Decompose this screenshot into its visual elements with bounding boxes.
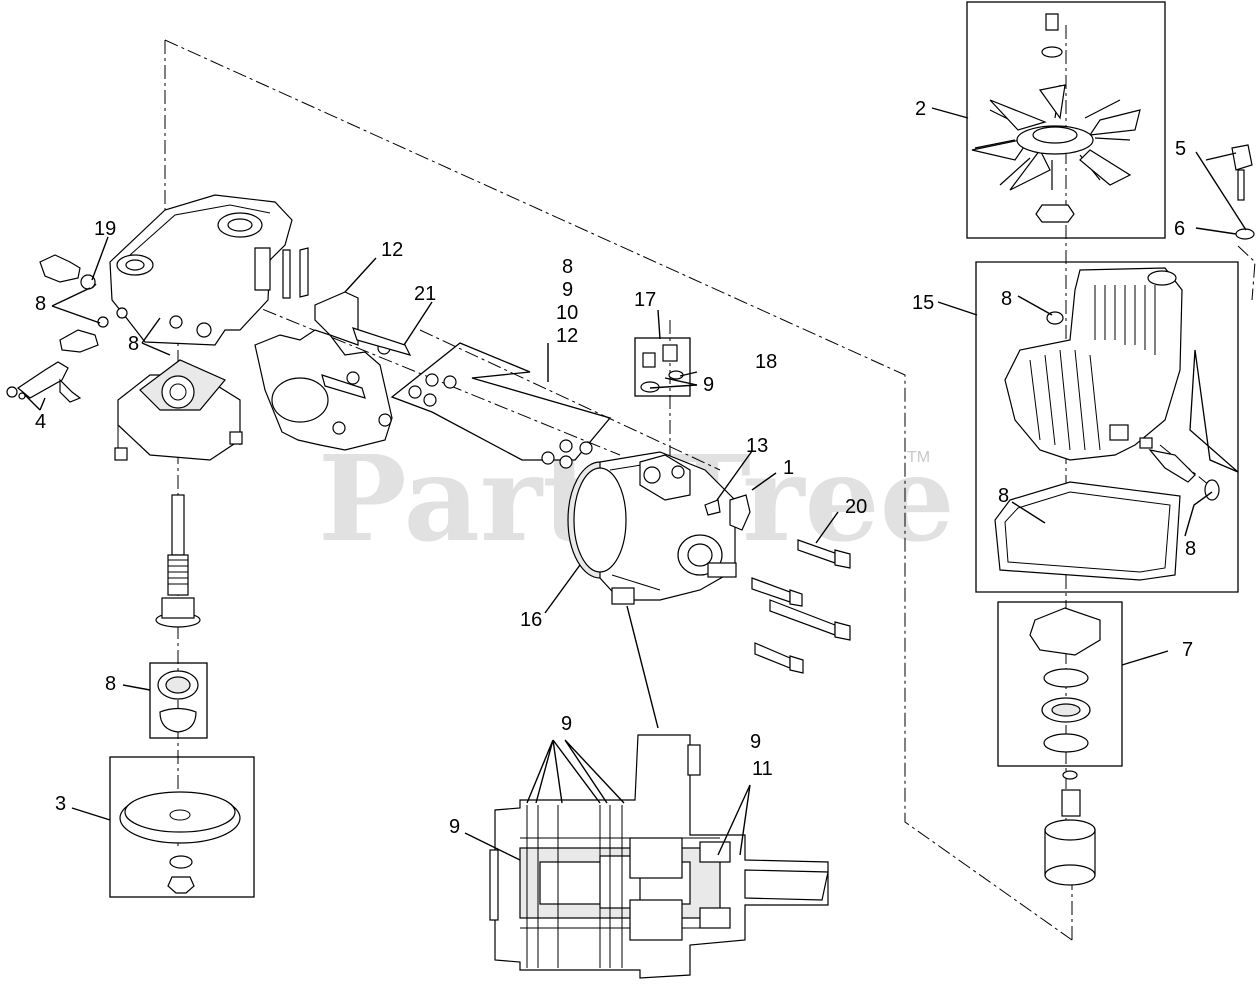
callout-10-group: 10 (556, 302, 578, 324)
callout-15: 15 (912, 292, 934, 314)
input-shaft (155, 494, 201, 628)
trademark-mark: TM (907, 449, 930, 466)
check-valve-box (634, 337, 691, 397)
callout-12-group: 12 (556, 325, 578, 347)
callout-12: 12 (381, 239, 403, 261)
bearing-stack-box (997, 601, 1123, 767)
callout-9-box17: 9 (703, 374, 714, 396)
callout-1: 1 (783, 457, 794, 479)
callout-17: 17 (634, 289, 656, 311)
hydro-motor (567, 451, 751, 605)
gear-pump (114, 359, 243, 461)
left-fittings (6, 247, 309, 403)
callout-8-group: 8 (562, 256, 573, 278)
callout-19: 19 (94, 218, 116, 240)
callout-11: 11 (752, 758, 773, 780)
callout-20: 20 (845, 496, 867, 518)
bolts (751, 539, 851, 674)
callout-5: 5 (1175, 138, 1186, 160)
callout-9-group: 9 (562, 279, 573, 301)
callout-9-section-c: 9 (449, 816, 460, 838)
housing-box (975, 261, 1239, 593)
oring-group (390, 342, 612, 469)
callout-8-bearing: 8 (105, 673, 116, 695)
callout-3: 3 (55, 793, 66, 815)
callout-8-gasket: 8 (998, 485, 1009, 507)
callout-8-housing: 8 (1001, 288, 1012, 310)
callout-8-seal: 8 (1185, 538, 1196, 560)
bracket-center (254, 291, 412, 451)
cylinder-block (1044, 770, 1096, 886)
center-section-housing (109, 194, 293, 346)
callout-8-mid-left: 8 (128, 333, 139, 355)
fan-box (966, 1, 1166, 239)
callout-9-section-b: 9 (750, 731, 761, 753)
dipstick (1231, 144, 1255, 240)
callout-7: 7 (1182, 639, 1193, 661)
callout-16: 16 (520, 609, 542, 631)
callout-9-section-a: 9 (561, 713, 572, 735)
pulley-box (109, 756, 255, 898)
callout-21: 21 (414, 283, 436, 305)
callout-2: 2 (915, 98, 926, 120)
callout-6: 6 (1174, 218, 1185, 240)
callout-labels: 1 2 3 4 5 6 7 8 8 8 8 9 10 12 9 8 8 8 9 … (35, 98, 1196, 838)
callout-13: 13 (746, 435, 768, 457)
leader-lines (24, 107, 1247, 861)
callout-8-top-left: 8 (35, 293, 46, 315)
callout-18: 18 (755, 351, 777, 373)
motor-cross-section (489, 734, 829, 979)
bearing-box (149, 662, 208, 739)
callout-4: 4 (35, 411, 46, 433)
